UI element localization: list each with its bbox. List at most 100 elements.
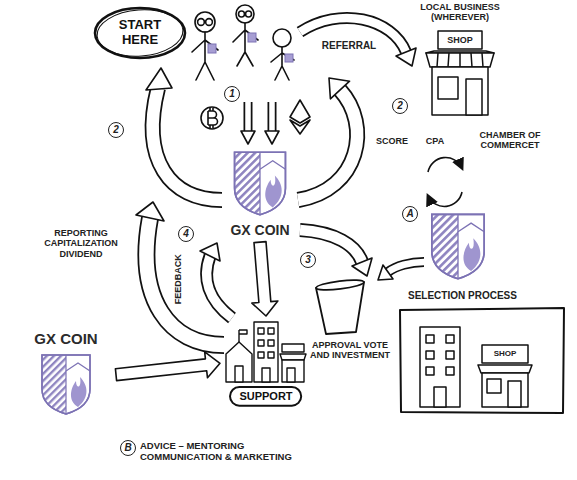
drawing-part	[262, 368, 270, 382]
drawing-part	[226, 342, 252, 382]
drawing-part	[316, 278, 365, 292]
drawing-part	[378, 265, 393, 280]
drawing-part	[388, 262, 424, 272]
drawing-part	[273, 29, 291, 47]
callout-number: 4	[178, 226, 194, 242]
drawing-part	[428, 158, 462, 172]
drawing-part	[287, 368, 295, 382]
drawing-part	[482, 345, 528, 363]
block-arrow	[252, 242, 278, 316]
drawing-part	[207, 256, 232, 318]
drawing-part	[248, 102, 272, 133]
drawing-part	[400, 308, 564, 413]
step-label: APPROVAL VOTE AND INVESTMENT	[308, 340, 392, 361]
drawing-part	[268, 352, 274, 358]
callout-number: A	[402, 206, 418, 222]
callout-number: B	[120, 440, 136, 456]
drawing-part	[192, 22, 218, 80]
drawing-part	[96, 7, 185, 59]
drawing-part	[400, 308, 564, 413]
drawing-part	[268, 340, 274, 346]
drawing-part	[300, 18, 406, 52]
support-buildings	[226, 318, 306, 382]
cycle-arrows	[136, 18, 424, 345]
drawing-part	[239, 11, 245, 17]
people-figures	[192, 5, 294, 80]
score-label: SCORE	[370, 136, 414, 146]
ether-symbol	[290, 100, 310, 134]
selection-board: SELECTION PROCESSSHOP	[398, 290, 566, 417]
drawing-part	[248, 102, 272, 132]
board-heading: SELECTION PROCESS	[408, 290, 558, 302]
drawing-part	[298, 90, 357, 200]
score-cycle	[428, 158, 462, 207]
drawing-part	[207, 256, 232, 318]
drawing-part	[258, 352, 264, 358]
drawing-part	[208, 108, 218, 128]
drawing-part	[434, 387, 446, 407]
drawing-part	[42, 355, 90, 414]
drawing-part	[153, 88, 222, 200]
drawing-part	[508, 381, 521, 407]
down-arrows	[241, 102, 279, 144]
drawing-part	[446, 335, 454, 343]
drawing-part	[428, 192, 462, 206]
drawing-part	[298, 90, 357, 200]
shop-node: LOCAL BUSINESS (WHEREVER) SHOP	[408, 2, 512, 119]
drawing-part	[146, 68, 172, 90]
badge-text: START HERE	[106, 18, 174, 48]
step-label: ADVICE – MENTORING COMMUNICATION & MARKE…	[140, 441, 318, 463]
bitcoin-symbol	[201, 107, 223, 129]
support-text: SUPPORT	[239, 390, 292, 403]
callout-number: 1	[224, 86, 240, 102]
drawing-part	[282, 344, 304, 352]
drawing-part	[198, 19, 205, 26]
callout-number: 2	[392, 98, 408, 114]
drawing-part	[487, 379, 501, 393]
drawing-part	[388, 262, 424, 272]
drawing-part	[208, 44, 216, 53]
arrow-label: REFERRAL	[318, 40, 380, 52]
drawing-part	[153, 88, 222, 200]
gx-coin-center: GX COIN	[222, 148, 298, 240]
drawing-part	[426, 335, 434, 343]
drawing-part	[420, 327, 460, 407]
block-arrow	[115, 352, 220, 381]
drawing-part	[258, 340, 264, 346]
score-label: CPA	[420, 136, 450, 146]
start-badge: START HERE	[92, 6, 188, 60]
drawing-part	[290, 100, 310, 123]
support-node: SUPPORT	[222, 318, 310, 409]
drawing-part	[235, 152, 286, 215]
drawing-part	[95, 8, 185, 58]
drawing-part	[446, 351, 454, 359]
shop-heading: LOCAL BUSINESS (WHEREVER)	[408, 2, 512, 23]
drawing-part	[426, 367, 434, 375]
drawing-part	[438, 31, 482, 49]
drawing-part	[258, 328, 264, 334]
drawing-part	[271, 47, 294, 80]
drawing-part	[438, 77, 458, 99]
drawing-part	[446, 367, 454, 375]
drawing-part	[280, 354, 306, 360]
drawing-part	[230, 387, 301, 406]
drawing-part	[239, 330, 247, 342]
drawing-part	[290, 120, 310, 134]
drawing-part	[201, 107, 223, 129]
drawing-part	[248, 33, 256, 42]
drawing-part	[426, 53, 494, 67]
coin-title: GX COIN	[18, 330, 114, 347]
drawing-part	[233, 23, 258, 66]
drawing-part	[285, 54, 293, 62]
shop-sign: SHOP	[438, 32, 482, 48]
drawing-part	[136, 202, 164, 221]
drawing-part	[300, 18, 406, 52]
drawing-part	[241, 131, 255, 144]
drawing-part	[426, 351, 434, 359]
drawing-part	[268, 328, 274, 334]
drawing-part	[282, 360, 304, 382]
callout-number: 3	[300, 252, 316, 268]
drawing-part	[226, 322, 306, 382]
callout-number: 2	[108, 122, 124, 138]
